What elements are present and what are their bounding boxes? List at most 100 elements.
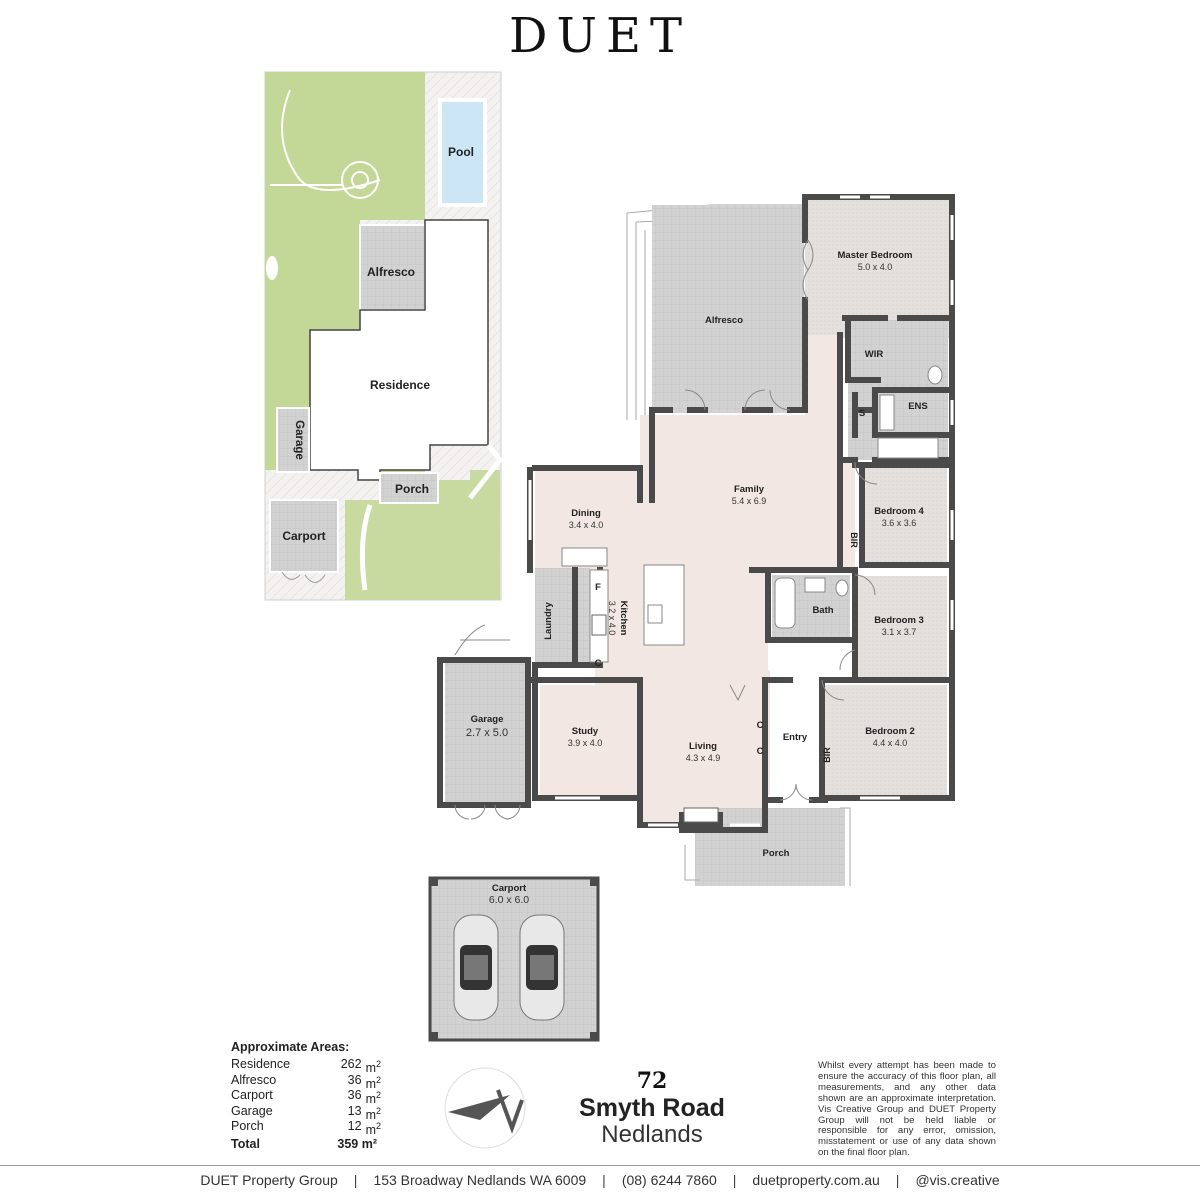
room-ens: ENS bbox=[908, 401, 928, 412]
area-value: 262 bbox=[340, 1057, 362, 1071]
room-dims-study: 3.9 x 4.0 bbox=[568, 738, 603, 748]
area-unit: m2 bbox=[366, 1088, 381, 1106]
lawn-back bbox=[265, 72, 425, 470]
room-name-bir4: BIR bbox=[849, 532, 859, 548]
room-name-entry: Entry bbox=[783, 732, 808, 743]
footer-company: DUET Property Group bbox=[200, 1172, 338, 1188]
property-address: 72 Smyth Road Nedlands bbox=[520, 1068, 784, 1149]
room-laundry: Laundry bbox=[543, 602, 554, 640]
bedroom4-floor bbox=[862, 466, 947, 566]
area-name: Porch bbox=[231, 1119, 264, 1133]
living-floor bbox=[535, 335, 855, 825]
room-dims-family: 5.4 x 6.9 bbox=[732, 496, 767, 506]
room-name-family: Family bbox=[734, 484, 765, 495]
area-name: Carport bbox=[231, 1088, 273, 1102]
site-porch-shape bbox=[379, 472, 439, 504]
room-bedroom2: Bedroom 24.4 x 4.0 bbox=[865, 726, 915, 748]
area-unit: m2 bbox=[365, 1119, 381, 1138]
room-bir4: BIR bbox=[849, 532, 859, 548]
room-name-porch: Porch bbox=[763, 848, 790, 859]
compass-logo-icon bbox=[444, 1067, 526, 1149]
room-name-laundry: Laundry bbox=[543, 602, 554, 640]
residence-shape bbox=[309, 219, 489, 481]
area-name: Alfresco bbox=[231, 1072, 277, 1087]
site-garage-shape bbox=[276, 407, 310, 473]
room-name-wir: WIR bbox=[865, 349, 884, 360]
room-name-garage: Garage bbox=[471, 714, 504, 725]
room-name-alfresco: Alfresco bbox=[705, 315, 743, 326]
room-dims-dining: 3.4 x 4.0 bbox=[569, 520, 604, 530]
footer-phone[interactable]: (08) 6244 7860 bbox=[621, 1172, 717, 1188]
area-name: Residence bbox=[231, 1057, 291, 1071]
garage-floor bbox=[445, 660, 525, 805]
room-c1: C bbox=[595, 658, 602, 669]
room-name-kitchen: Kitchen bbox=[618, 601, 629, 636]
master-floor bbox=[805, 198, 951, 338]
car-icon bbox=[519, 914, 565, 1021]
room-name-c3: C bbox=[757, 746, 764, 757]
room-name-study: Study bbox=[572, 726, 599, 737]
area-value: 12 bbox=[347, 1119, 362, 1133]
area-unit-sup: 2 bbox=[375, 1121, 381, 1131]
room-name-dining: Dining bbox=[571, 508, 601, 519]
areas-title: Approximate Areas: bbox=[231, 1040, 350, 1054]
laundry-floor bbox=[535, 568, 590, 663]
room-name-bath: Bath bbox=[812, 605, 833, 616]
room-name-ens: ENS bbox=[908, 401, 928, 412]
areas-total-row: Total 359 m² bbox=[231, 1137, 381, 1153]
footer-website[interactable]: duetproperty.com.au bbox=[752, 1172, 880, 1188]
brand-logo: DUET bbox=[509, 8, 691, 64]
room-s: S bbox=[859, 408, 865, 419]
area-value: 36 bbox=[347, 1072, 362, 1087]
footer-bar: DUET Property Group|153 Broadway Nedland… bbox=[0, 1165, 1200, 1188]
room-name-s: S bbox=[859, 408, 865, 419]
bedroom2-floor bbox=[822, 685, 947, 795]
room-name-c2: C bbox=[757, 720, 764, 731]
room-name-c1: C bbox=[595, 658, 602, 669]
room-bir2: BIR bbox=[822, 747, 832, 763]
room-dims-carport: 6.0 x 6.0 bbox=[489, 894, 529, 906]
site-label-alfresco: Alfresco bbox=[367, 265, 415, 279]
area-unit-sup: 2 bbox=[375, 1074, 381, 1085]
area-unit-m: m bbox=[365, 1123, 376, 1138]
room-dims-master: 5.0 x 4.0 bbox=[858, 262, 893, 272]
room-dims-bedroom2: 4.4 x 4.0 bbox=[873, 738, 908, 748]
room-name-carport: Carport bbox=[492, 883, 527, 894]
carport-graphic bbox=[428, 876, 600, 1042]
room-porch: Porch bbox=[763, 848, 790, 859]
area-value: 13 bbox=[347, 1103, 362, 1118]
room-dims-garage: 2.7 x 5.0 bbox=[466, 727, 508, 739]
area-name: Garage bbox=[231, 1103, 273, 1118]
suburb-name: Nedlands bbox=[601, 1121, 703, 1148]
room-name-bir2: BIR bbox=[822, 747, 832, 763]
footer-social[interactable]: @vis.creative bbox=[915, 1172, 1000, 1188]
street-name: Smyth Road bbox=[579, 1094, 725, 1122]
alfresco-floor bbox=[652, 205, 804, 413]
room-bedroom4: Bedroom 43.6 x 3.6 bbox=[874, 506, 924, 528]
site-plan bbox=[264, 71, 504, 601]
site-label-pool: Pool bbox=[448, 145, 474, 159]
room-c2: C bbox=[757, 720, 764, 731]
car-icon bbox=[453, 914, 499, 1021]
areas-total-value: 359 m² bbox=[337, 1136, 377, 1151]
disclaimer-text: Whilst every attempt has been made to en… bbox=[818, 1060, 996, 1159]
areas-total-label: Total bbox=[231, 1136, 260, 1151]
room-name-bedroom3: Bedroom 3 bbox=[874, 615, 924, 626]
room-wir: WIR bbox=[865, 349, 884, 360]
site-label-porch: Porch bbox=[395, 482, 429, 496]
street-number: 72 bbox=[636, 1068, 668, 1094]
room-dims-kitchen: 3.2 x 4.0 bbox=[607, 601, 617, 636]
room-bedroom3: Bedroom 33.1 x 3.7 bbox=[874, 615, 924, 637]
room-name-master: Master Bedroom bbox=[838, 250, 913, 261]
footer-address: 153 Broadway Nedlands WA 6009 bbox=[373, 1172, 587, 1188]
room-garage: Garage 2.7 x 5.0 bbox=[466, 714, 508, 739]
